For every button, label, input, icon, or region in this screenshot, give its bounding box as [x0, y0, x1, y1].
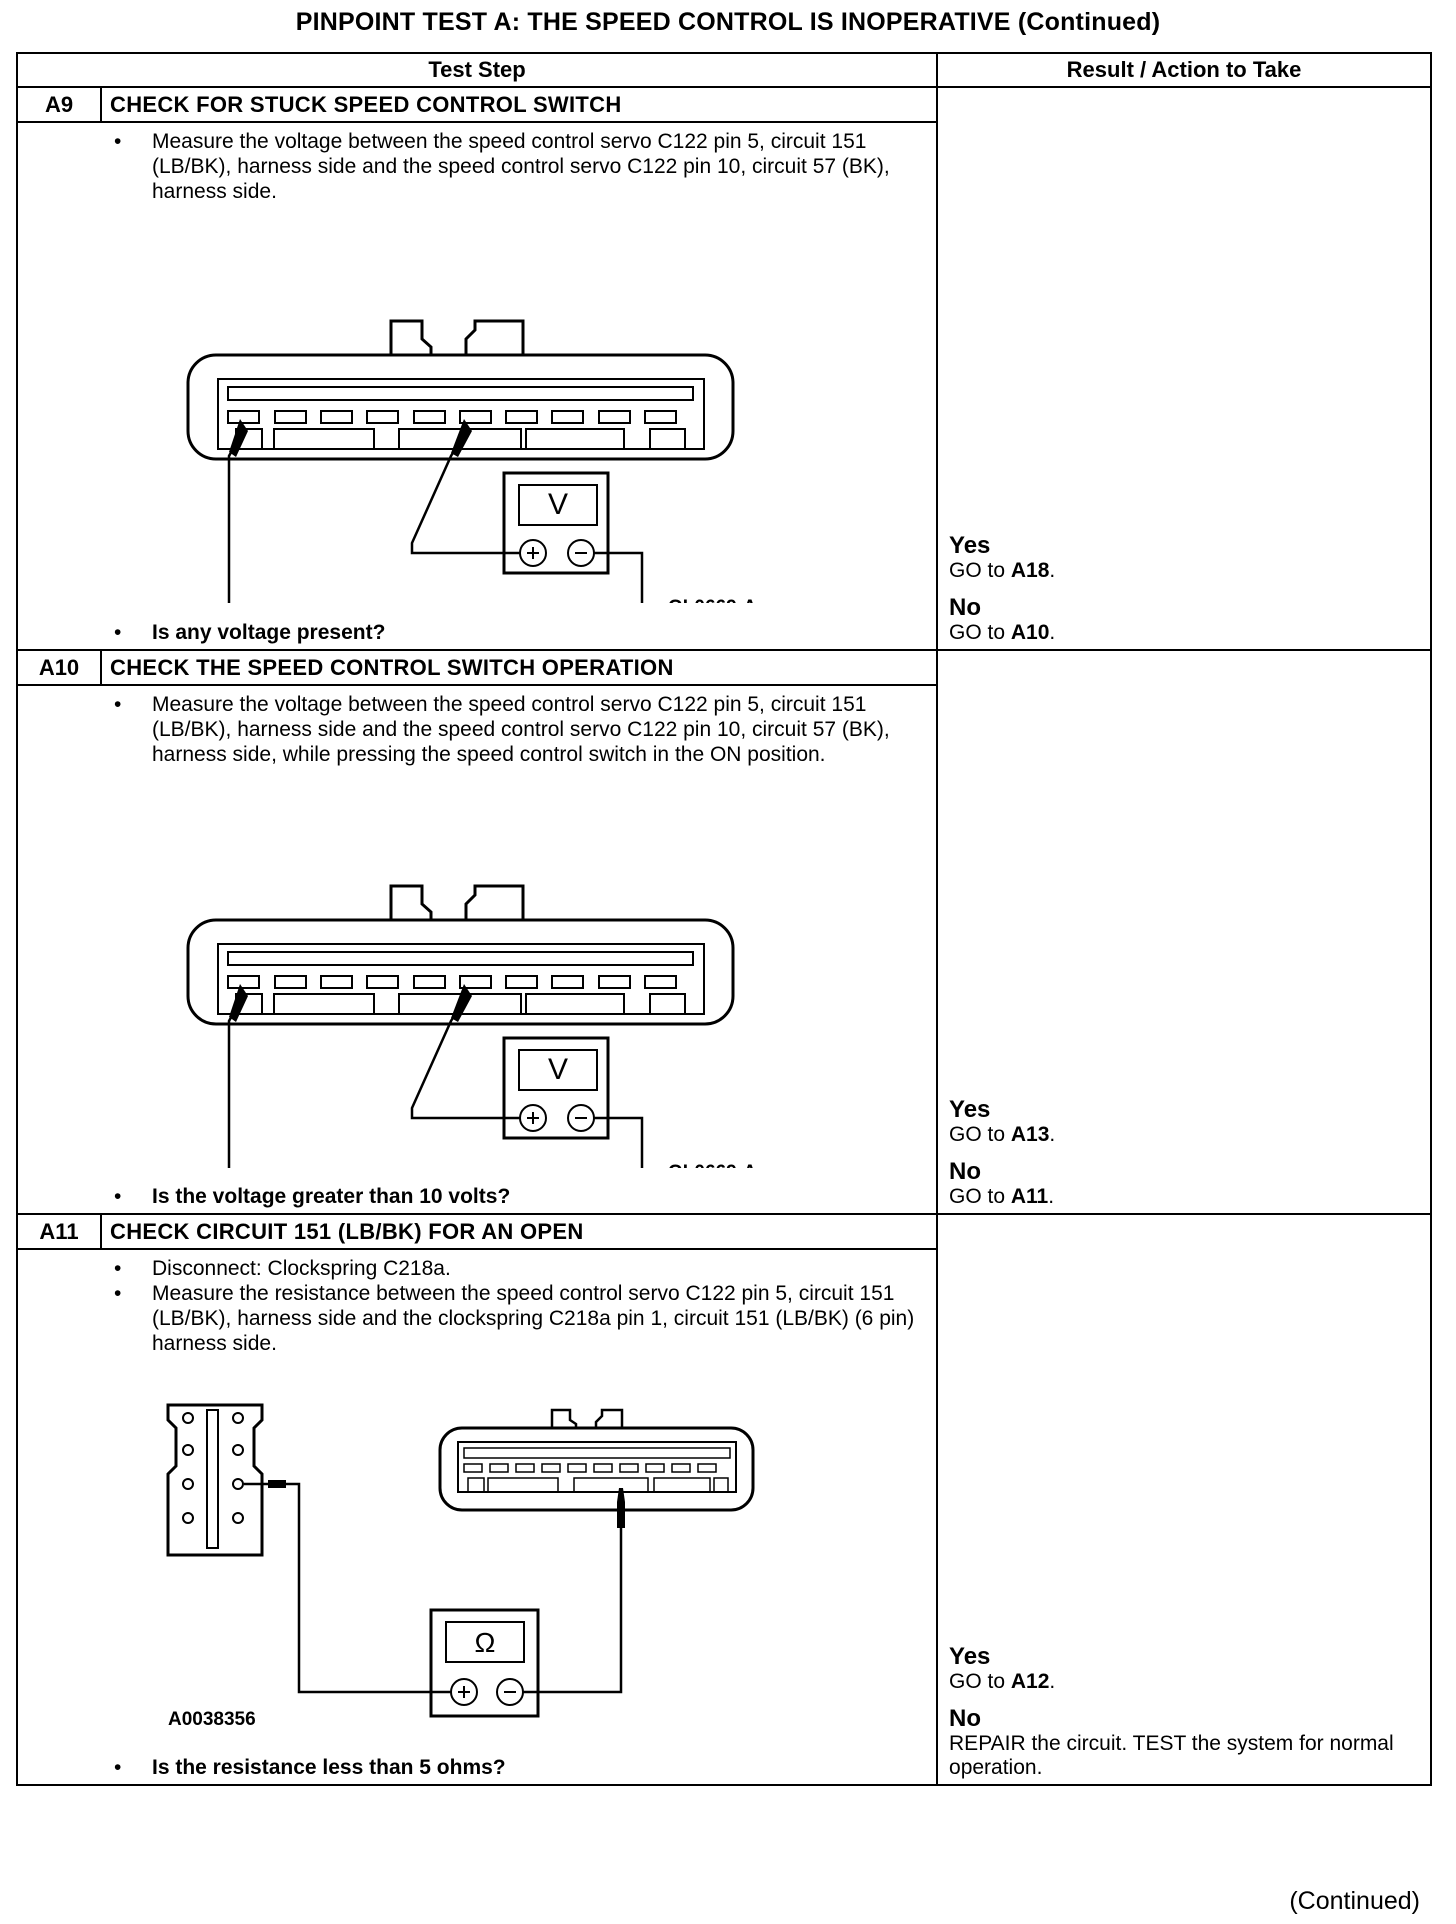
voltmeter-symbol: V	[548, 488, 568, 521]
instruction-item: Measure the resistance between the speed…	[18, 1281, 916, 1356]
no-label: No	[949, 594, 982, 621]
yes-action: GO to A13.	[949, 1123, 1056, 1146]
pinpoint-test-table: Test Step Result / Action to Take A9 CHE…	[15, 52, 1433, 1786]
no-action: GO to A10.	[949, 621, 1056, 644]
yes-target: A18	[1010, 559, 1050, 582]
step-question: Is any voltage present?	[18, 621, 385, 645]
col-header-test-step: Test Step	[15, 52, 939, 88]
step-a11-title-row: A11 CHECK CIRCUIT 151 (LB/BK) FOR AN OPE…	[16, 1213, 1433, 1786]
step-a10-body-row: Measure the voltage between the speed co…	[15, 684, 1431, 1215]
instruction-item: Measure the voltage between the speed co…	[18, 692, 916, 767]
ohmmeter	[429, 1608, 540, 1718]
page-title: PINPOINT TEST A: THE SPEED CONTROL IS IN…	[295, 8, 1161, 36]
step-title: CHECK FOR STUCK SPEED CONTROL SWITCH	[99, 86, 939, 123]
continued-footer: (Continued)	[1289, 1887, 1420, 1915]
step-a9-body: Measure the voltage between the speed co…	[15, 121, 939, 651]
step-title: CHECK CIRCUIT 151 (LB/BK) FOR AN OPEN	[99, 1213, 939, 1250]
voltmeter	[502, 1036, 610, 1140]
col-header-result: Result / Action to Take	[936, 52, 1433, 88]
servo-connector-c122	[186, 918, 735, 1026]
step-question: Is the resistance less than 5 ohms?	[18, 1756, 506, 1780]
step-id: A11	[16, 1213, 102, 1250]
result-block: Yes GO to A12. No REPAIR the circuit. TE…	[949, 1644, 1430, 1780]
ohmmeter-connector-diagram: Ω A0038356	[166, 1403, 755, 1730]
figure-id: GL0669-A	[668, 597, 757, 603]
yes-action: GO to A18.	[949, 559, 1056, 582]
ohmmeter-symbol: Ω	[475, 1627, 496, 1658]
instruction-list: Measure the voltage between the speed co…	[18, 123, 936, 204]
lead-negative	[523, 1505, 623, 1694]
no-target: A10	[1010, 621, 1050, 644]
servo-connector-c122	[438, 1426, 755, 1512]
figure-id: A0038356	[168, 1709, 256, 1730]
no-label: No	[949, 1705, 982, 1732]
instruction-item: Disconnect: Clockspring C218a.	[18, 1256, 916, 1281]
step-a10-body: Measure the voltage between the speed co…	[15, 684, 939, 1215]
connector-latch-right	[464, 319, 525, 355]
yes-label: Yes	[949, 1643, 991, 1670]
result-block: Yes GO to A18. No GO to A10.	[949, 533, 1055, 645]
no-action: GO to A11.	[949, 1185, 1055, 1208]
instruction-list: Measure the voltage between the speed co…	[18, 686, 936, 767]
step-a11-body: Disconnect: Clockspring C218a. Measure t…	[15, 1248, 939, 1786]
servo-connector-c122	[186, 353, 735, 461]
voltmeter	[502, 471, 610, 575]
step-a9-result: Yes GO to A18. No GO to A10.	[936, 86, 1433, 651]
connector-latch-left	[389, 319, 433, 355]
instruction-list: Disconnect: Clockspring C218a. Measure t…	[18, 1250, 936, 1356]
step-a9-title-row: A9 CHECK FOR STUCK SPEED CONTROL SWITCH …	[16, 86, 1433, 651]
result-block: Yes GO to A13. No GO to A11.	[949, 1097, 1055, 1209]
voltmeter-symbol: V	[548, 1053, 568, 1086]
clockspring-c218a	[166, 1403, 264, 1557]
yes-label: Yes	[949, 1096, 991, 1123]
yes-target: A13	[1010, 1123, 1050, 1146]
yes-label: Yes	[949, 532, 991, 559]
step-a10-title-row: A10 CHECK THE SPEED CONTROL SWITCH OPERA…	[16, 649, 1433, 1215]
step-a10-result: Yes GO to A13. No GO to A11.	[936, 649, 1433, 1215]
step-id: A9	[16, 86, 102, 123]
no-label: No	[949, 1158, 982, 1185]
lead-positive	[244, 1482, 451, 1694]
step-a9-body-row: Measure the voltage between the speed co…	[15, 121, 1431, 651]
step-question: Is the voltage greater than 10 volts?	[18, 1185, 510, 1209]
no-action: REPAIR the circuit. TEST the system for …	[949, 1732, 1394, 1779]
no-target: A11	[1010, 1185, 1049, 1208]
yes-action: GO to A12.	[949, 1670, 1056, 1693]
step-a11-body-row: Disconnect: Clockspring C218a. Measure t…	[15, 1248, 1431, 1786]
yes-target: A12	[1010, 1670, 1050, 1693]
table-header-row: Test Step Result / Action to Take	[15, 52, 1433, 88]
voltmeter-connector-diagram: V GL0669-A	[186, 319, 757, 603]
step-id: A10	[16, 649, 102, 686]
voltmeter-connector-diagram: V GL0669-A	[186, 884, 757, 1168]
step-title: CHECK THE SPEED CONTROL SWITCH OPERATION	[99, 649, 939, 686]
instruction-item: Measure the voltage between the speed co…	[18, 129, 916, 204]
step-a11-result: Yes GO to A12. No REPAIR the circuit. TE…	[936, 1213, 1433, 1786]
figure-id: GL0669-A	[668, 1162, 757, 1168]
